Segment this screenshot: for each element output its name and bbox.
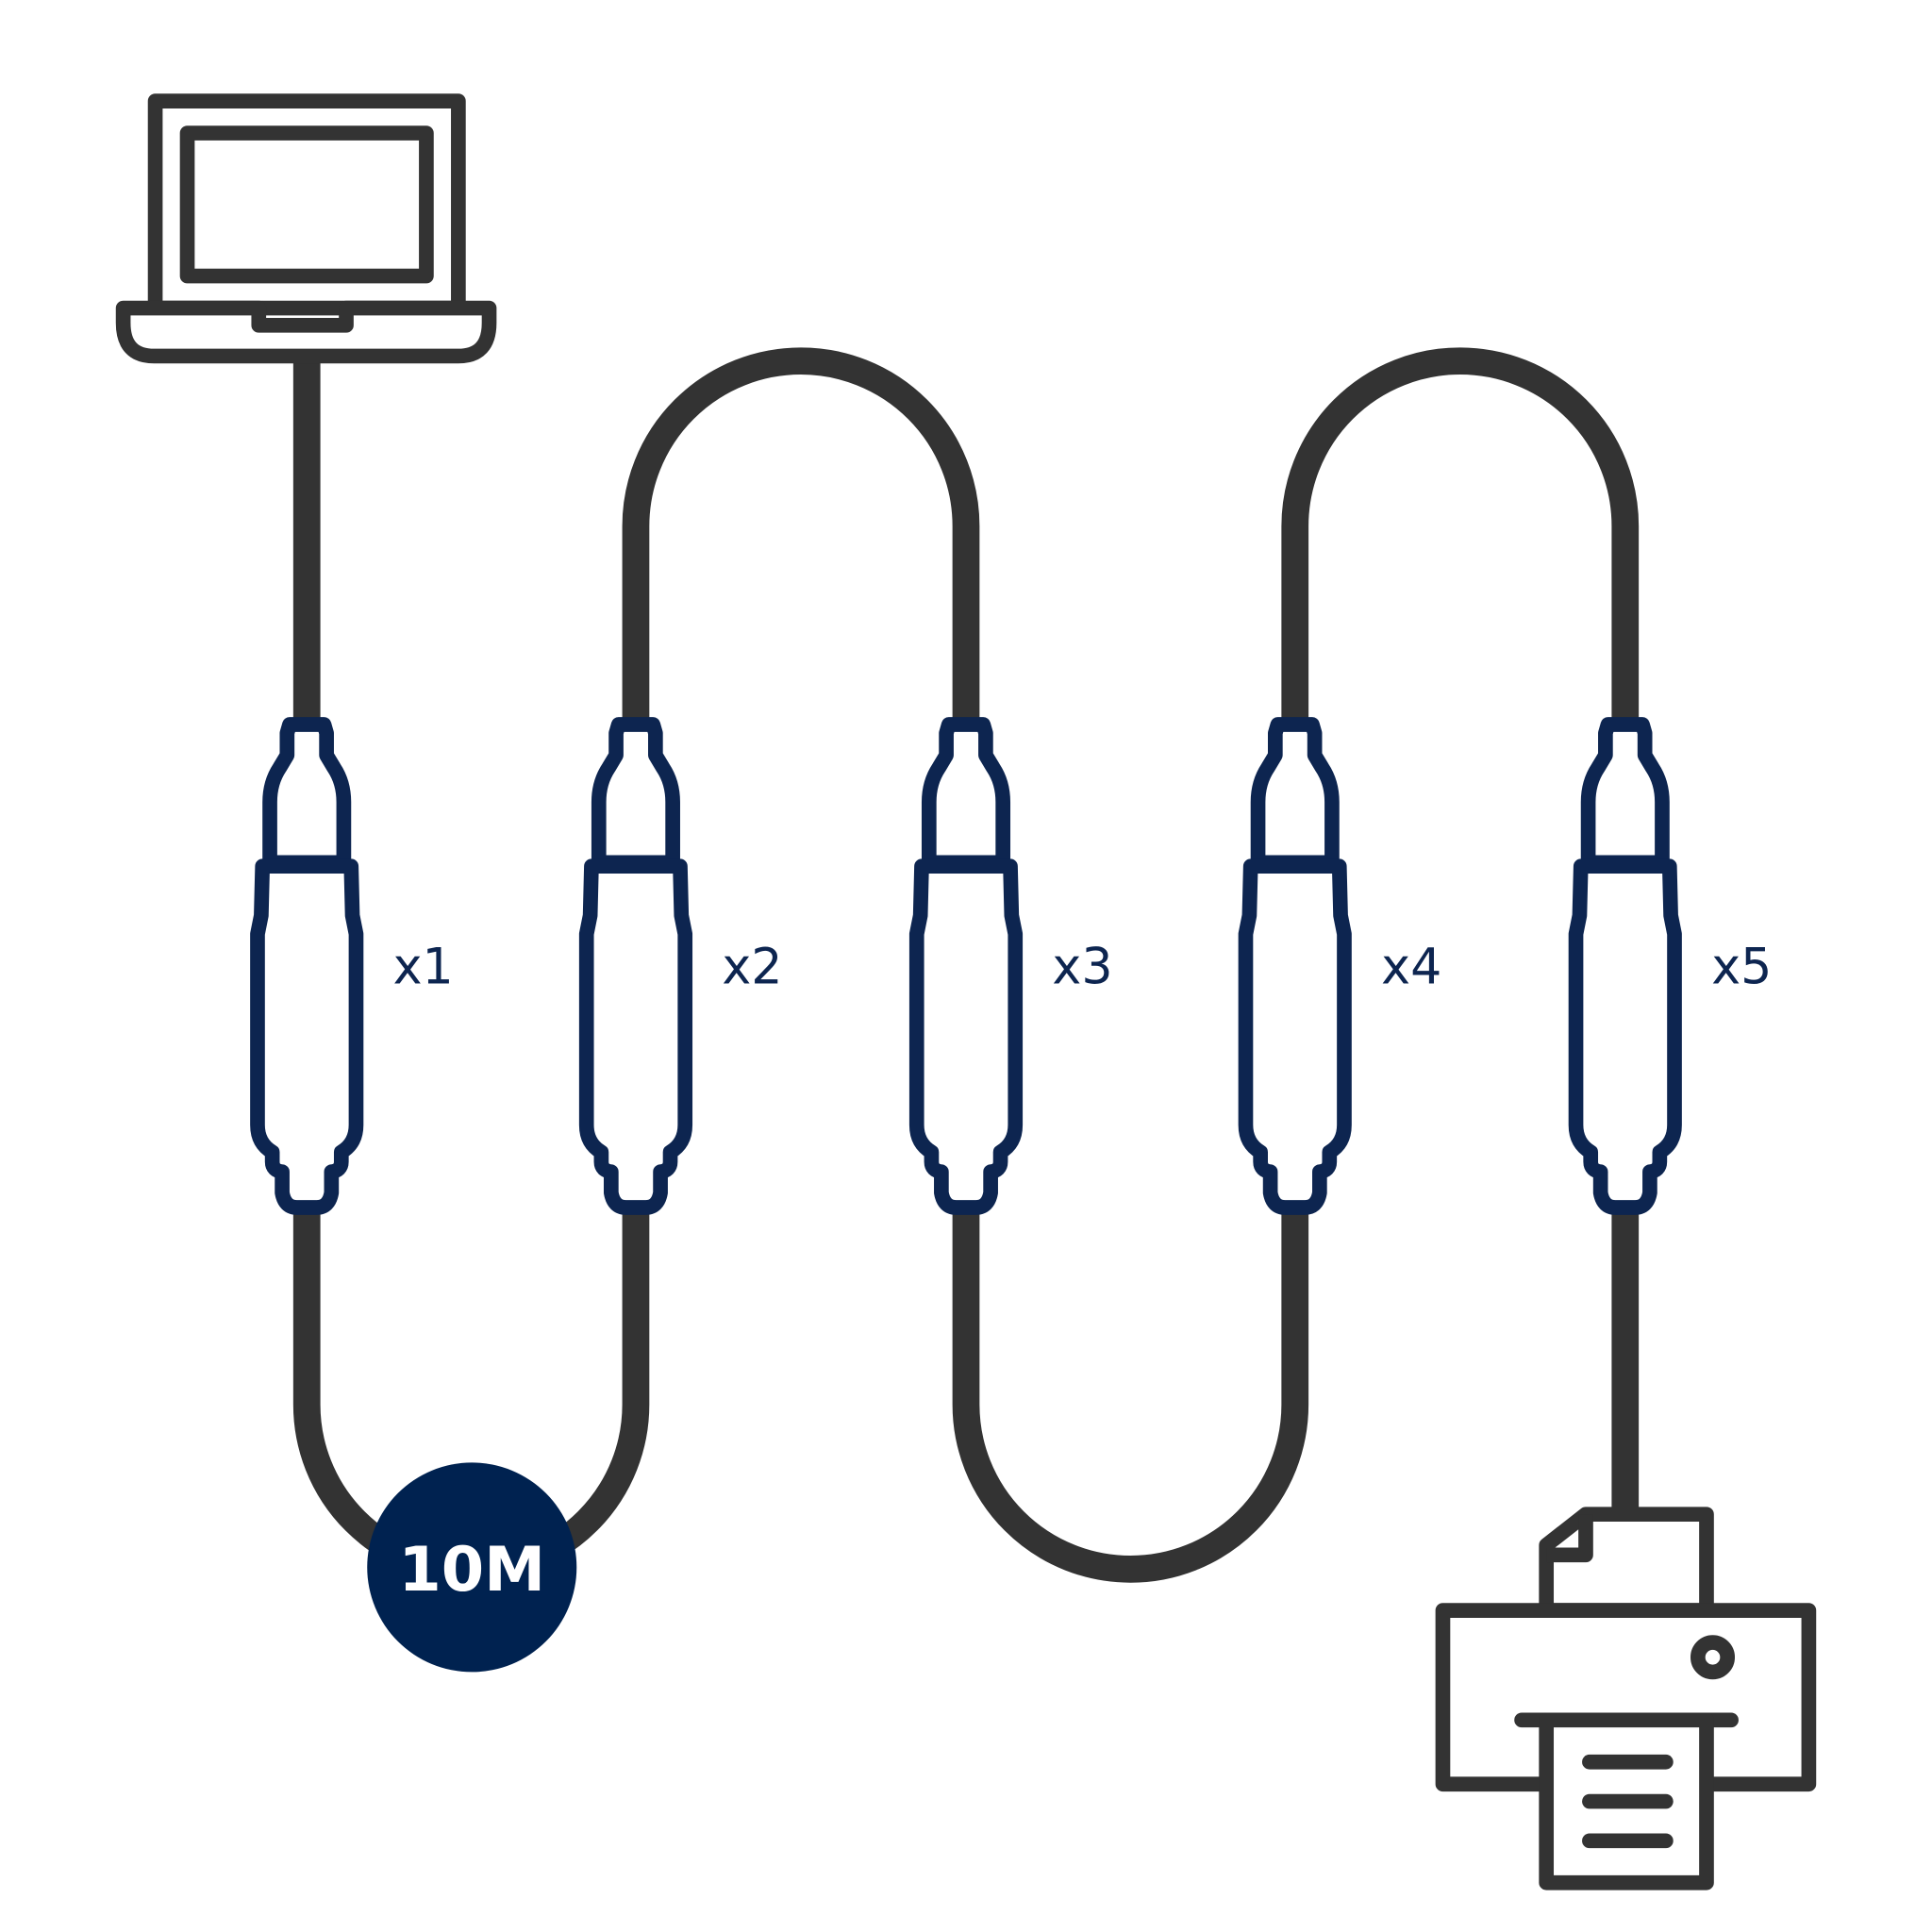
connector-plug (1580, 717, 1670, 871)
usb-connector (1568, 717, 1682, 1215)
length-badge-text: 10M (398, 1534, 545, 1606)
laptop-icon (115, 93, 497, 364)
connector-body (578, 858, 693, 1215)
usb-connector (250, 717, 364, 1215)
usb-connector (1238, 717, 1352, 1215)
length-badge: 10M (367, 1462, 577, 1673)
connector-plug (262, 717, 352, 871)
connector-count-label: x5 (1711, 939, 1772, 995)
usb-connector (908, 717, 1024, 1215)
connector-count-label: x2 (722, 939, 782, 995)
connector-count-label: x3 (1052, 939, 1112, 995)
connector-body (1568, 858, 1682, 1215)
usb-connector (578, 717, 693, 1215)
printer-icon (1435, 1507, 1817, 1890)
connector-body (1238, 858, 1352, 1215)
connector-body (908, 858, 1024, 1215)
connector-plug (921, 717, 1011, 871)
connector-count-label: x4 (1381, 939, 1441, 995)
connector-body (250, 858, 364, 1215)
connector-plug (1250, 717, 1340, 871)
connector-plug (591, 717, 680, 871)
connector-count-label: x1 (393, 939, 454, 995)
